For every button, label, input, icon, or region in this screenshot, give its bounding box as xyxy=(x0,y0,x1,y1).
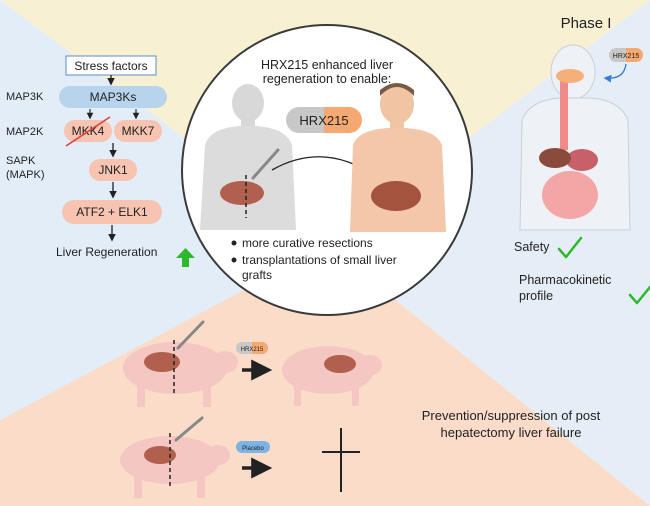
scalpel-icon xyxy=(251,148,280,180)
pk-label-line1: Pharmacokinetic xyxy=(519,273,611,287)
safety-check-icon xyxy=(557,236,583,259)
death-cross-icon xyxy=(322,428,360,492)
regenerated-liver-icon xyxy=(324,355,356,373)
scalpel-icon xyxy=(174,416,204,442)
human-body-outline xyxy=(519,44,631,231)
pig-placebo-before xyxy=(120,416,230,498)
pk-label-line2: profile xyxy=(519,289,553,303)
pk-check-icon xyxy=(628,285,650,305)
patient-after-figure xyxy=(350,83,446,232)
patient-before-figure xyxy=(200,84,296,230)
outcome-line2: hepatectomy liver failure xyxy=(441,425,582,440)
scalpel-icon xyxy=(176,320,205,350)
mkk7-label: MKK7 xyxy=(122,124,155,138)
pig-treated-after xyxy=(282,346,382,406)
center-panel: HRX215 enhanced liver regeneration to en… xyxy=(181,24,473,316)
liver-regenerated-icon xyxy=(371,181,421,211)
jnk1-label: JNK1 xyxy=(98,163,128,177)
map3k-level-label: MAP3K xyxy=(6,91,44,103)
jnk1-node xyxy=(89,159,137,181)
atf2-elk1-label: ATF2 + ELK1 xyxy=(76,205,148,219)
phase1-drug-pill xyxy=(609,48,643,62)
placebo-pill xyxy=(236,441,270,453)
bullet-small-liver-grafts-line1: transplantations of small liver xyxy=(242,253,397,267)
mkk7-node xyxy=(114,120,162,142)
hrx215-pill xyxy=(286,107,362,133)
intestines-icon xyxy=(542,171,598,219)
stomach-icon xyxy=(566,149,598,171)
map3ks-node xyxy=(59,86,167,108)
liver-icon xyxy=(539,148,571,168)
sapk-level-label: SAPK xyxy=(6,155,36,167)
atf2-elk1-node xyxy=(62,200,162,224)
up-arrow-icon xyxy=(176,248,195,267)
phase1-title: Phase I xyxy=(561,15,612,32)
phase1-drug-label: HRX215 xyxy=(613,53,640,60)
liver-resected-icon xyxy=(220,181,264,205)
mapk-pathway: Stress factors MAP3K MAP3Ks MAP2K MKK4 M… xyxy=(6,55,195,267)
center-title-line1: HRX215 enhanced liver xyxy=(261,58,393,72)
placebo-pill-label: Placebo xyxy=(242,446,264,452)
map3ks-label: MAP3Ks xyxy=(90,90,137,104)
bullet-small-liver-grafts-line2: grafts xyxy=(242,268,272,282)
phase1-panel: Phase I HRX215 Safety Pharmacokinetic pr… xyxy=(514,15,650,305)
stress-factors-label: Stress factors xyxy=(74,59,147,73)
pig-studies: HRX215 Placebo Prevention/suppression xyxy=(120,320,601,498)
liver-regeneration-label: Liver Regeneration xyxy=(56,245,157,259)
center-title-line2: regeneration to enable: xyxy=(263,72,392,86)
bullet-curative-resections: more curative resections xyxy=(242,236,373,250)
pig-treated-before xyxy=(123,320,238,407)
mapk-level-label: (MAPK) xyxy=(6,169,45,181)
map2k-level-label: MAP2K xyxy=(6,126,44,138)
hrx215-pill-label: HRX215 xyxy=(299,113,348,128)
safety-label: Safety xyxy=(514,240,550,254)
outcome-line1: Prevention/suppression of post xyxy=(422,408,601,423)
hrx215-small-pill xyxy=(236,342,268,354)
hrx215-small-pill-label: HRX215 xyxy=(241,347,264,353)
mkk4-inhibition-strike xyxy=(65,116,111,147)
